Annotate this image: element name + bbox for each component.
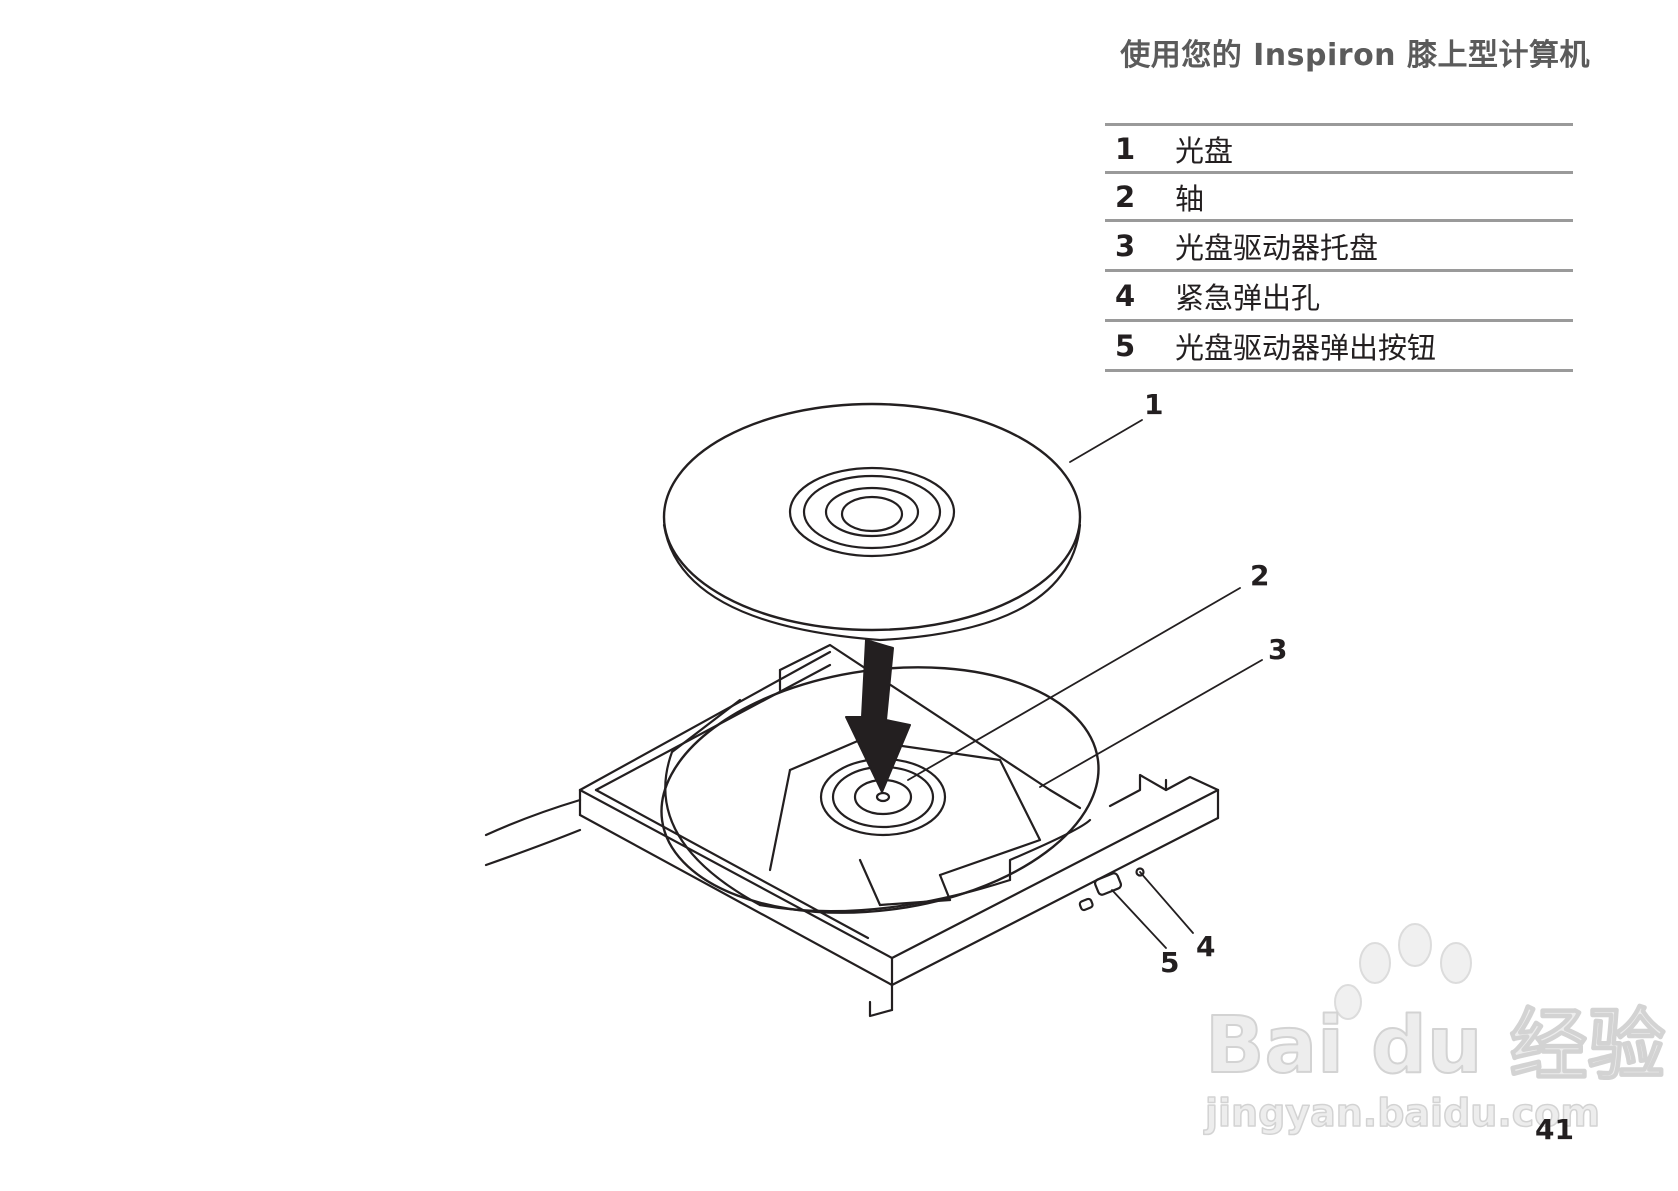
legend-label: 光盘 xyxy=(1175,133,1234,168)
legend-number: 4 xyxy=(1115,278,1136,313)
legend-label: 紧急弹出孔 xyxy=(1175,280,1321,315)
watermark-url: jingyan.baidu.com xyxy=(1203,1091,1600,1135)
drive-tray xyxy=(484,643,1220,1018)
callout-5: 5 xyxy=(1160,946,1179,979)
paw-icon xyxy=(1334,923,1472,1020)
baidu-watermark: Bai du 经验 jingyan.baidu.com xyxy=(1202,923,1667,1136)
legend-row: 1 光盘 xyxy=(1105,126,1573,174)
legend-row: 5 光盘驱动器弹出按钮 xyxy=(1105,322,1573,372)
page-title: 使用您的 Inspiron 膝上型计算机 xyxy=(1120,38,1590,73)
legend-label: 光盘驱动器托盘 xyxy=(1175,230,1379,265)
callout-4: 4 xyxy=(1196,930,1215,963)
legend-label: 轴 xyxy=(1175,181,1205,216)
legend-row: 2 轴 xyxy=(1105,174,1573,222)
callout-2: 2 xyxy=(1250,559,1269,592)
legend-number: 3 xyxy=(1115,228,1136,263)
callout-1: 1 xyxy=(1144,388,1163,421)
page-number: 41 xyxy=(1535,1113,1574,1146)
legend-table: 1 光盘 2 轴 3 光盘驱动器托盘 4 紧急弹出孔 5 光盘驱动器弹出按钮 xyxy=(1105,123,1573,372)
callout-leaders xyxy=(907,419,1263,949)
watermark-brand: Bai du 经验 xyxy=(1205,1001,1666,1091)
legend-label: 光盘驱动器弹出按钮 xyxy=(1175,330,1437,365)
legend-number: 1 xyxy=(1115,131,1136,166)
legend-number: 5 xyxy=(1115,328,1136,363)
disc xyxy=(662,402,1082,642)
insert-arrow xyxy=(845,639,911,793)
callout-3: 3 xyxy=(1268,633,1287,666)
legend-row: 4 紧急弹出孔 xyxy=(1105,272,1573,322)
legend-row: 3 光盘驱动器托盘 xyxy=(1105,222,1573,272)
legend-number: 2 xyxy=(1115,179,1136,214)
